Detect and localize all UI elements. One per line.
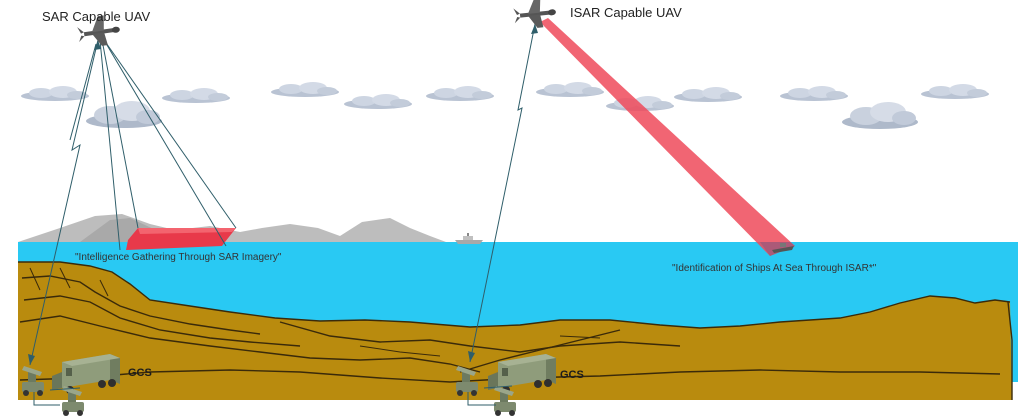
gcs-left bbox=[22, 354, 120, 416]
ground-strata bbox=[18, 261, 1013, 400]
isar-uav-label: ISAR Capable UAV bbox=[570, 5, 682, 20]
isar-caption: "Identification of Ships At Sea Through … bbox=[672, 263, 877, 274]
ship-icon bbox=[455, 233, 483, 244]
gcs-right-label: GCS bbox=[560, 369, 584, 381]
sar-caption: "Intelligence Gathering Through SAR Imag… bbox=[75, 252, 282, 263]
data-links bbox=[29, 23, 536, 366]
gcs-right bbox=[456, 354, 556, 416]
gcs-left-label: GCS bbox=[128, 367, 152, 379]
sar-beam-lines bbox=[99, 39, 237, 251]
sar-footprint-top bbox=[138, 228, 236, 234]
ground bbox=[18, 262, 1012, 400]
target-ship-icon bbox=[772, 243, 794, 253]
sar-uav-label: SAR Capable UAV bbox=[42, 9, 151, 24]
isar-radar-beam bbox=[540, 18, 795, 256]
link-arrowheads bbox=[28, 24, 538, 365]
